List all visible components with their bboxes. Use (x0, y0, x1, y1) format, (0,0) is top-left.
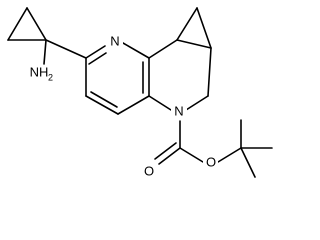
bonds (7, 7, 273, 178)
pyridine-n-atom: N (107, 33, 123, 49)
amine-label: NH (30, 64, 49, 79)
bond-cp1-cp3 (176, 7, 198, 41)
amine-subscript: 2 (48, 72, 53, 82)
bond-cp2-cp3 (196, 7, 212, 49)
bond-ch2-n (185, 95, 209, 111)
bond-c-amine (43, 39, 47, 65)
bond-py-c6-n1 (85, 45, 106, 59)
bond-py-c4-c3-double (90, 91, 118, 108)
ring-n-label: N (174, 103, 183, 118)
carbonyl-o-atom: O (141, 163, 156, 179)
bond-cyclopropyl-2 (7, 7, 28, 41)
bond-py-n1-c8a (122, 42, 150, 59)
structure-canvas: N N O O NH 2 (7, 7, 273, 179)
bond-cp2-ch2 (207, 47, 212, 97)
amine-atom: NH 2 (29, 64, 59, 82)
bond-n-c4a (148, 95, 172, 111)
bond-cp1-cp2 (176, 39, 212, 49)
atom-labels: N N O O NH 2 (29, 33, 218, 179)
bond-carbonyl-o-double-a (158, 147, 181, 165)
ester-o-atom: O (203, 154, 218, 171)
bond-py-c6-n1-double (88, 52, 107, 65)
bond-tbu-me3 (240, 147, 256, 178)
bond-py-c4a-c4 (117, 95, 150, 115)
bond-cyclopropyl-pyridine (45, 39, 87, 59)
bond-cyclopropyl-3 (26, 7, 47, 41)
bond-c8a-cp1 (148, 39, 178, 59)
ester-o-label: O (206, 154, 216, 169)
carbonyl-o-label: O (144, 163, 154, 178)
bond-carbonyl-o-double-b (154, 142, 177, 160)
pyridine-n-label: N (110, 33, 119, 48)
bond-o-tbu (217, 147, 242, 163)
ring-n-atom: N (171, 103, 187, 120)
molecule-structure: N N O O NH 2 (7, 7, 273, 179)
bond-py-c4-c3 (85, 95, 119, 115)
bond-carbonyl-o-ester (179, 147, 204, 163)
